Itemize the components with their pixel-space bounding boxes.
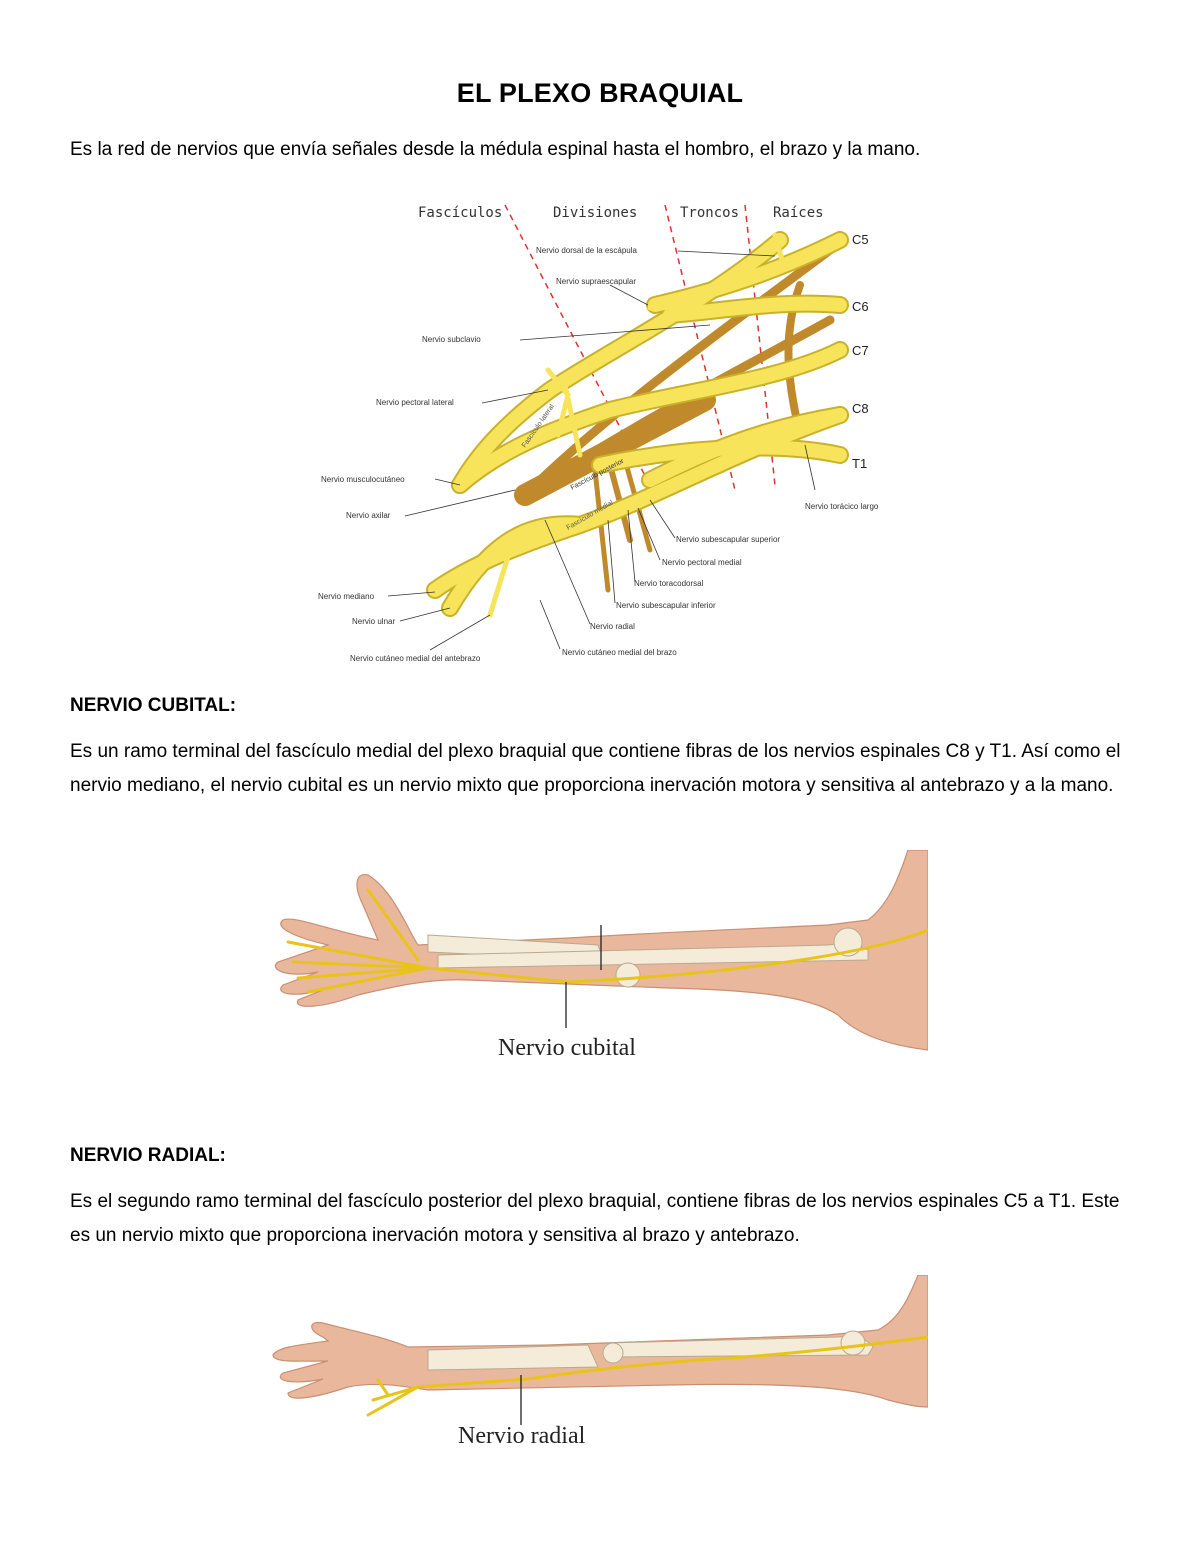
nerve-fills	[428, 233, 847, 615]
leader-lines	[387, 250, 816, 651]
label-subescapular-inferior: Nervio subescapular inferior	[616, 601, 716, 610]
label-axilar: Nervio axilar	[346, 511, 391, 520]
ulnar-nerve-illustration: Nervio cubital	[274, 850, 928, 1061]
label-toracodorsal: Nervio toracodorsal	[634, 579, 704, 588]
document-title: EL PLEXO BRAQUIAL	[456, 78, 744, 108]
root-c6: C6	[852, 299, 869, 314]
header-divisiones: Divisiones	[553, 205, 637, 221]
label-cutaneo-brazo: Nervio cutáneo medial del brazo	[562, 648, 677, 657]
cubital-caption: Nervio cubital	[498, 1035, 636, 1061]
radial-caption: Nervio radial	[458, 1423, 586, 1449]
label-pectoral-lateral: Nervio pectoral lateral	[376, 398, 454, 407]
header-fasciculos: Fascículos	[418, 205, 502, 221]
root-c5: C5	[852, 232, 869, 247]
label-toracico-largo: Nervio torácico largo	[805, 502, 879, 511]
label-mediano: Nervio mediano	[318, 592, 375, 601]
label-radial: Nervio radial	[590, 622, 635, 631]
label-cutaneo-antebrazo: Nervio cutáneo medial del antebrazo	[350, 654, 481, 663]
label-subescapular-superior: Nervio subescapular superior	[676, 535, 780, 544]
brachial-plexus-diagram: Fascículos Divisiones Troncos Raíces	[318, 204, 879, 663]
label-ulnar: Nervio ulnar	[352, 617, 395, 626]
root-t1: T1	[852, 456, 867, 471]
radial-nerve-illustration: Nervio radial	[272, 1275, 928, 1449]
label-pectoral-medial: Nervio pectoral medial	[662, 558, 742, 567]
radial-paragraph: Es el segundo ramo terminal del fascícul…	[70, 1191, 1120, 1246]
root-c8: C8	[852, 401, 869, 416]
radial-heading: NERVIO RADIAL:	[70, 1145, 226, 1166]
cubital-heading: NERVIO CUBITAL:	[70, 695, 237, 716]
intro-paragraph: Es la red de nervios que envía señales d…	[70, 139, 921, 160]
label-supraescapular: Nervio supraescapular	[556, 277, 636, 286]
thin-branches	[487, 232, 785, 618]
label-musculocutaneo: Nervio musculocutáneo	[321, 475, 405, 484]
header-troncos: Troncos	[680, 205, 739, 221]
label-dorsal-escapula: Nervio dorsal de la escápula	[536, 246, 637, 255]
root-c7: C7	[852, 343, 869, 358]
cubital-paragraph: Es un ramo terminal del fascículo medial…	[70, 741, 1121, 796]
header-raices: Raíces	[773, 205, 824, 221]
label-subclavio: Nervio subclavio	[422, 335, 481, 344]
